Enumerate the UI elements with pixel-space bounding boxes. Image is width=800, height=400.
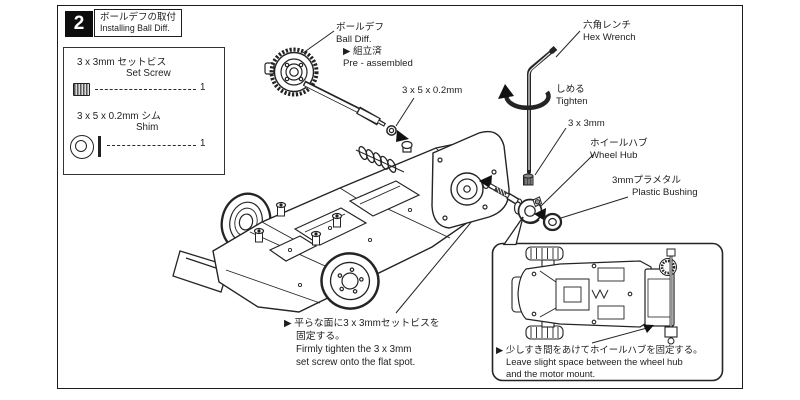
label-tighten-en: Tighten	[556, 96, 588, 107]
inset-callout-box	[491, 216, 724, 382]
part-name-en: Set Screw	[126, 68, 171, 79]
note-inset-jp: ▶ 少しすき間をあけてホイールハブを固定する。	[496, 344, 703, 355]
shim-icon	[70, 135, 94, 159]
note-inset-en1: Leave slight space between the wheel hub	[506, 356, 683, 367]
part-qty: 1	[200, 138, 206, 149]
label-preassembled-jp: ▶ 組立済	[343, 46, 382, 57]
note-flat-spot-en2: set screw onto the flat spot.	[296, 357, 416, 368]
part-qty: 1	[200, 82, 206, 93]
part-name-en: Shim	[136, 122, 159, 133]
insert-arrow-icon	[396, 130, 409, 142]
label-set-screw-size: 3 x 3mm	[568, 118, 605, 129]
shim-part	[386, 125, 397, 136]
section-title-box: ボールデフの取付 Installing Ball Diff.	[94, 9, 183, 37]
note-inset-en2: and the motor mount.	[506, 368, 596, 379]
part-name-jp: 3 x 3mm セットビス	[77, 57, 167, 68]
label-plastic-bushing: 3mmプラメタル Plastic Bushing	[612, 175, 698, 199]
label-wheel-hub-jp: ホイールハブ	[590, 138, 648, 149]
label-hex-wrench-en: Hex Wrench	[583, 32, 636, 43]
label-tighten-jp: しめる	[556, 84, 585, 95]
note-inset: ▶ 少しすき間をあけてホイールハブを固定する。 Leave slight spa…	[496, 344, 703, 380]
dotted-leader	[95, 89, 196, 90]
shim-side-view-icon	[98, 136, 101, 157]
axle-assembly	[479, 175, 523, 207]
label-ball-diff: ボールデフ Ball Diff. ▶ 組立済 Pre - assembled	[336, 22, 413, 70]
main-chassis-illustration	[172, 130, 510, 313]
note-flat-spot-en1: Firmly tighten the 3 x 3mm	[296, 344, 412, 355]
label-hex-wrench: 六角レンチ Hex Wrench	[583, 20, 636, 44]
plastic-bushing-part	[542, 212, 563, 232]
inset-pointer-arrow-icon	[643, 324, 654, 333]
set-screw-part	[522, 173, 534, 186]
inset-chassis-illustration	[511, 246, 678, 345]
label-wheel-hub-en: Wheel Hub	[590, 150, 638, 161]
note-flat-spot-jp1: ▶ 平らな面に3 x 3mmセットビスを	[284, 318, 440, 329]
set-screw-icon	[73, 83, 90, 96]
part-name-jp: 3 x 5 x 0.2mm シム	[77, 111, 161, 122]
section-title-jp: ボールデフの取付	[100, 12, 177, 23]
label-preassembled-en: Pre - assembled	[343, 58, 413, 69]
hex-wrench-part	[527, 45, 558, 174]
damper-spring	[355, 145, 405, 173]
shim-icon-inner	[75, 140, 87, 152]
note-flat-spot: ▶ 平らな面に3 x 3mmセットビスを 固定する。 Firmly tighte…	[284, 317, 440, 369]
label-ball-diff-en: Ball Diff.	[336, 34, 372, 45]
rotate-arrow-icon	[498, 84, 551, 111]
suspension-posts	[253, 201, 343, 246]
page-frame	[57, 5, 743, 389]
label-wheel-hub: ホイールハブ Wheel Hub	[590, 138, 648, 162]
label-ball-diff-jp: ボールデフ	[336, 22, 384, 33]
step-number-badge: 2	[65, 11, 93, 37]
section-title-en: Installing Ball Diff.	[100, 23, 170, 33]
label-plastic-bushing-jp: 3mmプラメタル	[612, 175, 681, 186]
label-hex-wrench-jp: 六角レンチ	[583, 20, 631, 31]
note-flat-spot-jp2: 固定する。	[296, 331, 345, 342]
ball-diff-part	[264, 47, 386, 127]
label-plastic-bushing-en: Plastic Bushing	[632, 187, 698, 198]
callout-tail	[502, 216, 524, 246]
dotted-leader	[107, 145, 196, 146]
insert-arrow-icon	[534, 208, 546, 221]
parts-list-box: 3 x 3mm セットビス Set Screw 1 3 x 5 x 0.2mm …	[63, 47, 225, 175]
label-shim-size: 3 x 5 x 0.2mm	[402, 85, 463, 96]
label-tighten: しめる Tighten	[556, 84, 588, 108]
